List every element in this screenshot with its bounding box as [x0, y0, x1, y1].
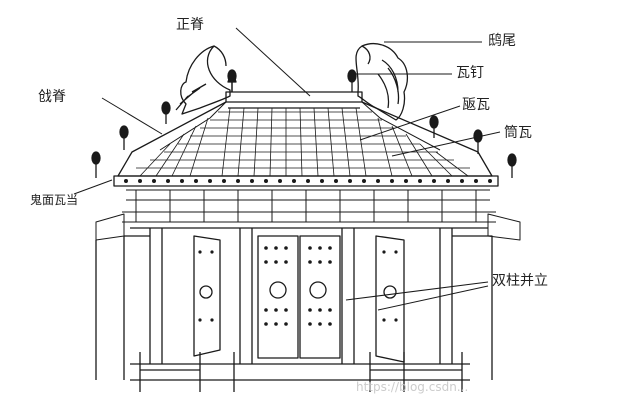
eave-line: [113, 175, 499, 187]
railing: [130, 352, 470, 392]
label-shuangzhubingli: 双柱并立: [492, 273, 548, 289]
label-banwa: 瓪瓦: [462, 97, 490, 113]
dougong-brackets: [95, 189, 521, 241]
watermark: https://blog.csdn...: [356, 380, 469, 394]
roof-tiles: [136, 107, 470, 177]
label-qiangji: 戗脊: [38, 89, 66, 105]
door-knockers: [199, 281, 397, 299]
door-left: [193, 235, 221, 357]
label-guimianwadang: 鬼面瓦当: [30, 193, 79, 207]
door-main: [257, 235, 341, 359]
chiwei-left: [175, 45, 231, 115]
chiwei-right: [355, 43, 409, 121]
label-chiwei: 鸱尾: [488, 33, 516, 49]
roof-outline: [117, 101, 493, 177]
label-tongwa: 筒瓦: [504, 125, 532, 141]
label-wading: 瓦钉: [456, 65, 484, 81]
door-right: [375, 235, 405, 363]
label-zhengji: 正脊: [176, 17, 204, 33]
leader-lines: [73, 27, 501, 311]
eave-tile-ends: [124, 179, 492, 183]
main-ridge: [225, 91, 363, 109]
door-studs: [198, 246, 398, 326]
gate-structure: [95, 227, 493, 380]
